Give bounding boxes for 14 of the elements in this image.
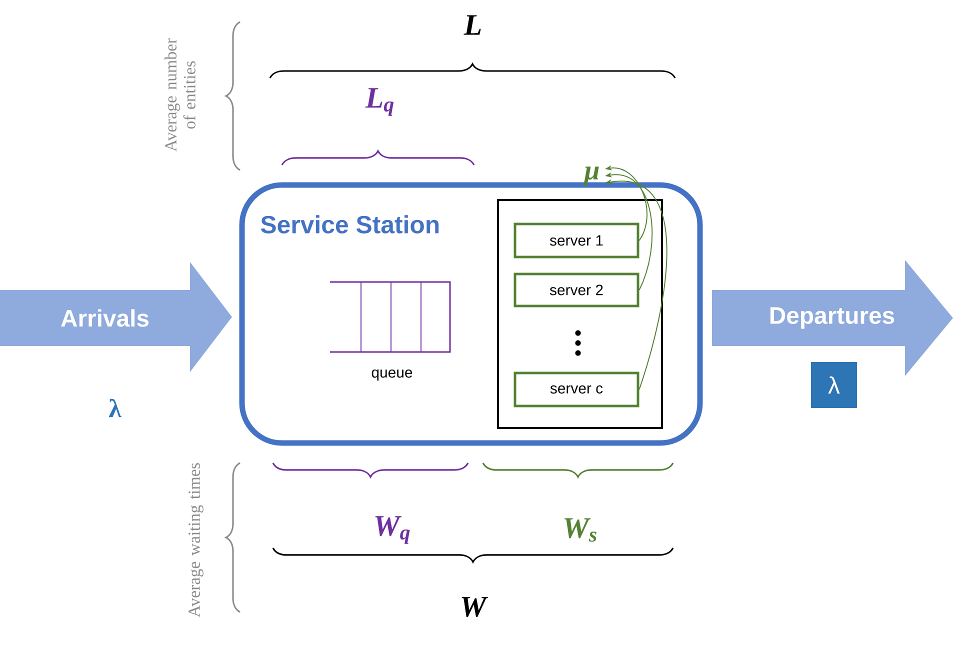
- queue-drawing: queue: [330, 281, 451, 381]
- brace-label: W: [462, 596, 488, 617]
- brace-label: W$_{q}$: [375, 516, 410, 544]
- server-box: server 1: [514, 222, 640, 258]
- brace-label: L$_{q}$: [365, 88, 394, 116]
- lambda-symbol: λ: [108, 398, 122, 418]
- server-box: server 2: [514, 272, 640, 308]
- server-box: server c: [514, 372, 640, 408]
- server-rack-box: [497, 198, 663, 429]
- brace-label: L: [464, 15, 481, 35]
- brace-label: W$_{s}$: [564, 518, 596, 542]
- axis-caption: Average waiting times: [188, 463, 204, 618]
- lambda-box: λ: [811, 362, 857, 408]
- axis-caption: Average number of entities: [164, 38, 196, 152]
